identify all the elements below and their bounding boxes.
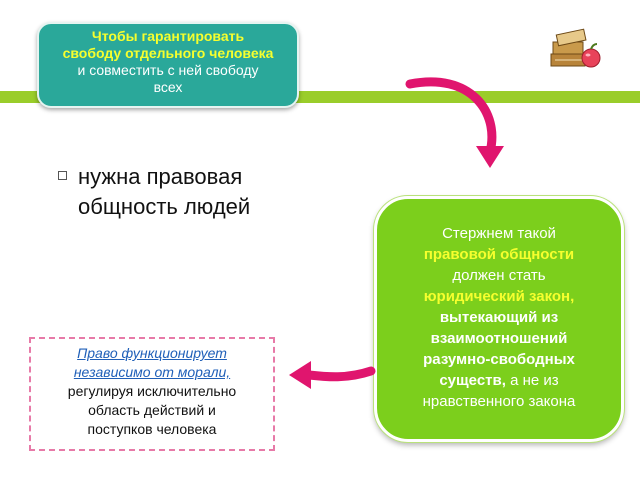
condition-line-3: и совместить с ней свободу: [77, 62, 259, 78]
law-line-9: нравственного закона: [422, 393, 576, 410]
independence-line-3: регулируя исключительно: [67, 383, 237, 399]
bullet-line-2: общность людей: [78, 194, 251, 219]
condition-box: Чтобы гарантировать свободу отдельного ч…: [37, 22, 299, 108]
condition-line-4: всех: [153, 79, 183, 95]
independence-line-1: Право функционирует: [77, 345, 227, 361]
independence-line-2: независимо от морали,: [73, 364, 231, 380]
law-line-8: существ, а не из: [391, 370, 607, 391]
bullet-line-1: нужна правовая: [78, 164, 243, 189]
law-line-4: юридический закон,: [423, 288, 575, 305]
law-line-5: вытекающий из: [439, 309, 559, 326]
law-line-1: Стержнем такой: [442, 225, 556, 242]
law-line-3: должен стать: [452, 267, 546, 284]
independence-line-5: поступков человека: [87, 421, 217, 437]
law-line-7: разумно-свободных: [423, 351, 575, 368]
legal-law-box: Стержнем такой правовой общности должен …: [374, 196, 624, 442]
law-line-2: правовой общности: [423, 246, 575, 263]
curved-arrow-icon: [405, 77, 504, 168]
condition-line-1: Чтобы гарантировать: [91, 28, 245, 44]
condition-line-2: свободу отдельного человека: [62, 45, 274, 61]
books-and-apple-icon: [550, 28, 601, 68]
independence-line-4: область действий и: [88, 402, 216, 418]
law-line-6: взаимоотношений: [430, 330, 568, 347]
bullet-marker: [58, 171, 67, 180]
law-independence-box: Право функционирует независимо от морали…: [29, 337, 275, 451]
law-line-8-rest: а не из: [505, 372, 559, 389]
law-line-8-bold: существ,: [439, 372, 506, 389]
left-arrow-icon: [289, 361, 376, 389]
